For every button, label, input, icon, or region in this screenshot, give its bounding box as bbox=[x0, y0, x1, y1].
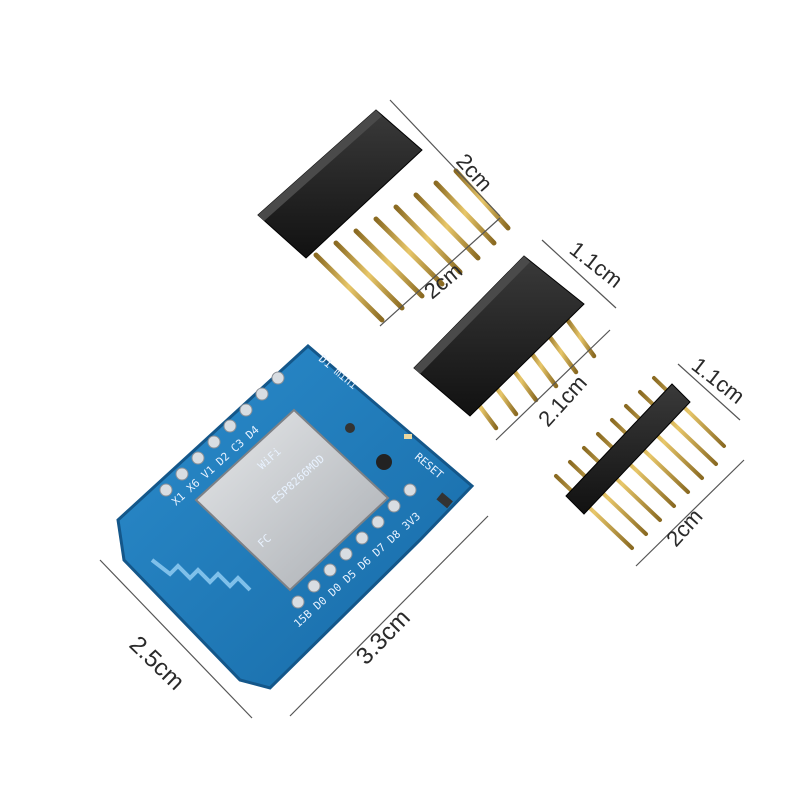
reset-button bbox=[376, 454, 392, 470]
male-header-body bbox=[565, 383, 691, 515]
dim-label-long-header-length: 2cm bbox=[451, 149, 497, 197]
d1-mini-board: WiFi ESP8266MOD FC D1 mini RESET X1 bbox=[116, 343, 475, 690]
dim-label-board-length: 3.3cm bbox=[351, 604, 416, 670]
male-header-pins bbox=[554, 376, 726, 550]
esp-module-shield bbox=[194, 408, 390, 592]
left-pin-pads bbox=[159, 371, 285, 497]
dim-label-short-header-width: 1.1cm bbox=[565, 236, 628, 293]
long-female-header bbox=[257, 109, 511, 323]
dim-label-short-header-length: 2.1cm bbox=[533, 370, 592, 431]
dim-label-male-header-length: 2cm bbox=[661, 504, 707, 552]
long-header-pins bbox=[313, 168, 511, 323]
long-header-body bbox=[257, 109, 423, 259]
dim-label-long-header-height: 2cm bbox=[419, 258, 467, 304]
bottom-pin-pads bbox=[291, 483, 417, 609]
dim-label-board-width: 2.5cm bbox=[124, 631, 190, 696]
antenna-trace bbox=[150, 558, 252, 592]
male-pin-header bbox=[554, 376, 726, 550]
